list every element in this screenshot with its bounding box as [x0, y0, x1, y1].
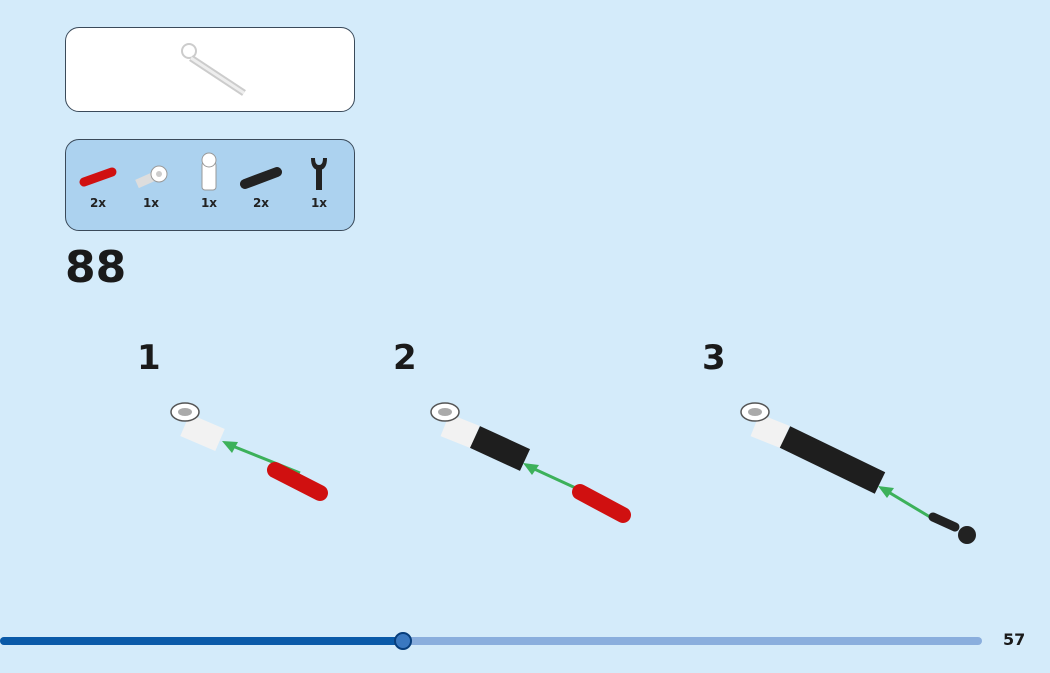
part-item: 1x	[184, 152, 234, 211]
submodel-preview	[65, 27, 355, 112]
page-number: 57	[1003, 630, 1026, 649]
substep-label: 2	[393, 338, 417, 378]
part-qty: 2x	[252, 196, 270, 210]
step-number: 88	[65, 242, 127, 293]
white-angle-connector-icon	[201, 152, 217, 191]
part-qty: 1x	[142, 196, 160, 210]
substep-2-illustration	[430, 402, 631, 523]
progress-knob[interactable]	[393, 632, 412, 650]
substep-label: 1	[137, 338, 161, 378]
black-fork-piece-icon	[311, 158, 327, 190]
substep-3-illustration	[740, 402, 976, 544]
red-axle-connector-icon	[79, 167, 117, 187]
part-qty: 2x	[89, 196, 107, 210]
part-item: 1x	[126, 152, 176, 211]
black-axle-connector-icon	[240, 167, 282, 189]
part-qty: 1x	[310, 196, 328, 210]
progress-fill	[0, 637, 403, 645]
part-item: 2x	[73, 152, 123, 211]
substep-1-illustration	[170, 402, 328, 501]
white-axle-pin-connector-icon	[135, 165, 168, 189]
part-qty: 1x	[200, 196, 218, 210]
part-item: 2x	[236, 152, 286, 211]
part-item: 1x	[294, 152, 344, 211]
substep-label: 3	[702, 338, 726, 378]
progress-track[interactable]	[0, 632, 982, 650]
parts-list-panel: 2x 1x 1x 2x 1x	[65, 139, 355, 231]
submodel-preview-image	[181, 43, 246, 96]
